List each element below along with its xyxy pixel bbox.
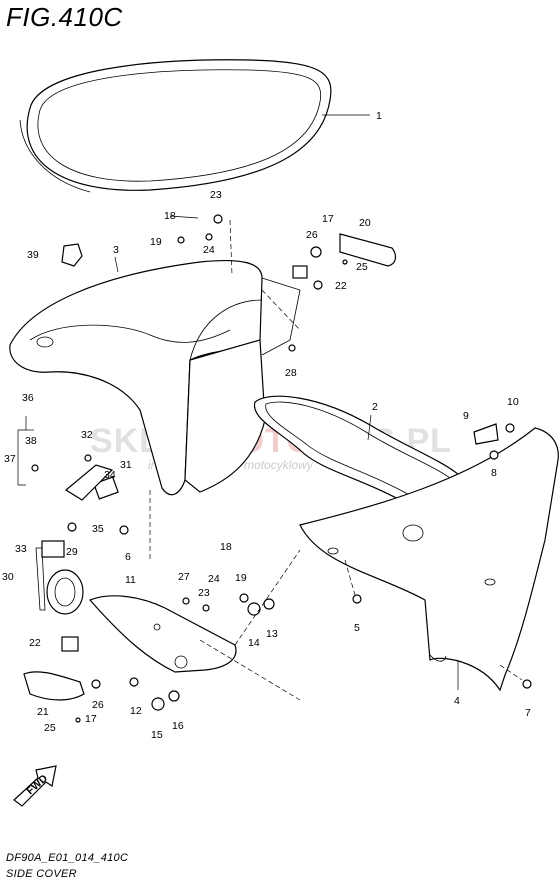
callout-12: 12 — [130, 705, 142, 717]
callout-25-lower: 25 — [44, 722, 56, 734]
callout-11: 11 — [125, 574, 136, 586]
callout-37: 37 — [4, 453, 16, 465]
callout-32: 32 — [81, 429, 93, 441]
callout-19-lower: 19 — [235, 572, 247, 584]
callout-22-upper: 22 — [335, 280, 347, 292]
callout-10: 10 — [507, 396, 519, 408]
part-3-upper-cover — [9, 259, 301, 496]
callout-18-lower: 18 — [220, 541, 232, 553]
callout-24-lower: 24 — [208, 573, 220, 585]
part-22-bracket-upper — [292, 265, 308, 279]
figure-title: FIG.410C — [6, 2, 123, 32]
callout-17-upper: 17 — [322, 213, 334, 225]
callout-6: 6 — [125, 551, 131, 563]
callout-22-lower: 22 — [29, 637, 41, 649]
callout-23-upper: 23 — [210, 189, 222, 201]
part-4-side-cover — [299, 427, 559, 692]
part-21-handle — [23, 671, 85, 701]
fwd-arrow-icon: FWD — [13, 765, 57, 807]
fasteners — [31, 214, 532, 723]
callout-8: 8 — [491, 467, 497, 479]
callout-21: 21 — [37, 706, 49, 718]
part-1-seal — [19, 59, 332, 193]
part-20-handle — [339, 233, 397, 267]
callout-13: 13 — [266, 628, 278, 640]
callout-28: 28 — [285, 367, 297, 379]
callout-7: 7 — [525, 707, 531, 719]
callout-33: 33 — [15, 543, 27, 555]
part-9-bracket — [473, 423, 499, 445]
callout-26-lower: 26 — [92, 699, 104, 711]
callout-30: 30 — [2, 571, 14, 583]
callout-numbers: 1 2 3 4 5 6 7 8 9 10 11 12 13 14 15 16 1… — [2, 110, 531, 741]
callout-1: 1 — [376, 110, 382, 122]
callout-34: 34 — [104, 469, 116, 481]
part-31-bracket — [64, 464, 114, 501]
callout-4: 4 — [454, 695, 460, 707]
callout-24-upper: 24 — [203, 244, 215, 256]
callout-5: 5 — [354, 622, 360, 634]
callout-15: 15 — [151, 729, 163, 741]
part-22-bracket-lower — [61, 636, 79, 652]
callout-18-upper: 18 — [164, 210, 176, 222]
figure-name: SIDE COVER — [6, 868, 77, 880]
callout-29: 29 — [66, 546, 78, 558]
callout-26-upper: 26 — [306, 229, 318, 241]
callout-9: 9 — [463, 410, 469, 422]
part-39-clip — [61, 243, 83, 267]
figure-code: DF90A_E01_014_410C — [6, 852, 129, 864]
callout-38: 38 — [25, 435, 37, 447]
callout-19-upper: 19 — [150, 236, 162, 248]
callout-14: 14 — [248, 637, 260, 649]
callout-27: 27 — [178, 571, 190, 583]
callout-31: 31 — [120, 459, 132, 471]
callout-39: 39 — [27, 249, 39, 261]
callout-36: 36 — [22, 392, 34, 404]
callout-17-lower: 17 — [85, 713, 97, 725]
callout-3: 3 — [113, 244, 119, 256]
callout-16: 16 — [172, 720, 184, 732]
part-33-holder — [41, 540, 65, 558]
part-30-cable-tie — [35, 547, 46, 611]
callout-2: 2 — [372, 401, 378, 413]
callout-23-lower: 23 — [198, 587, 210, 599]
callout-20: 20 — [359, 217, 371, 229]
leader-lines — [17, 114, 523, 701]
callout-25-upper: 25 — [356, 261, 368, 273]
part-11-lower-cover — [88, 595, 237, 673]
callout-35: 35 — [92, 523, 104, 535]
part-29-grommet — [46, 569, 84, 615]
